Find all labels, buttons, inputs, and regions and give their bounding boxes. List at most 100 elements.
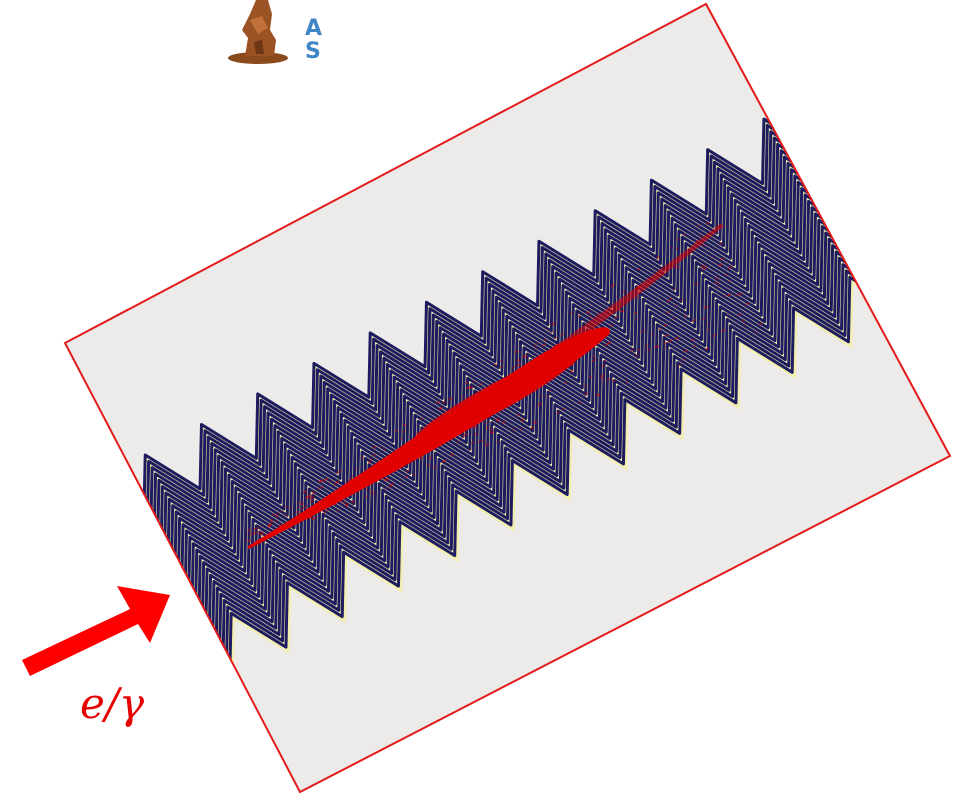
shower-hit: [484, 441, 489, 445]
shower-hit: [308, 495, 313, 500]
shower-hit: [550, 322, 555, 326]
shower-hit: [606, 377, 612, 382]
shower-hit: [371, 453, 377, 457]
shower-hit: [323, 511, 327, 514]
shower-hit: [511, 427, 517, 432]
shower-hit: [550, 330, 554, 334]
shower-hit: [637, 348, 641, 352]
shower-hit: [742, 319, 745, 322]
gap-layer: [96, 104, 831, 540]
absorber-layer: [150, 202, 884, 635]
shower-hit: [473, 425, 478, 429]
shower-hit: [307, 493, 311, 496]
shower-hit: [336, 508, 340, 512]
shower-hit: [603, 359, 607, 363]
shower-hit: [698, 234, 704, 238]
shower-hit: [499, 359, 504, 363]
shower-hit: [737, 312, 743, 317]
shower-hit: [683, 340, 687, 343]
shower-hit: [638, 268, 641, 271]
shower-hit: [753, 331, 757, 334]
shower-hit: [570, 362, 575, 366]
shower-hit: [257, 531, 263, 536]
gap-layer: [99, 110, 835, 546]
shower-hit: [477, 440, 481, 444]
shower-hit: [577, 314, 581, 317]
shower-hit: [383, 477, 388, 481]
shower-hit: [283, 505, 289, 509]
shower-hit: [371, 492, 375, 495]
shower-hit: [758, 322, 763, 326]
shower-hit: [317, 486, 321, 490]
shower-hit: [701, 267, 706, 272]
gap-layer: [89, 91, 824, 527]
shower-hit: [303, 490, 308, 494]
shower-hit: [376, 459, 381, 463]
shower-hit: [595, 312, 600, 316]
shower-hit: [545, 395, 550, 399]
shower-hit: [516, 359, 521, 363]
gap-layer: [161, 224, 897, 660]
shower-hit: [669, 246, 673, 249]
shower-hit: [385, 478, 391, 482]
shower-hit: [634, 295, 640, 300]
shower-hit: [553, 336, 559, 340]
shower-hit: [371, 445, 377, 450]
shower-hit: [712, 261, 716, 265]
shower-hit: [309, 499, 315, 503]
shower-hit: [489, 430, 494, 435]
shower-hit: [276, 515, 280, 518]
shower-hit: [344, 502, 349, 507]
absorber-layer: [163, 227, 898, 661]
shower-hit: [455, 440, 460, 444]
logo-letter-s: S: [305, 39, 321, 64]
shower-hit: [496, 418, 501, 423]
shower-hit: [534, 342, 539, 345]
shower-hit: [674, 336, 679, 340]
beam-arrow-icon: [22, 586, 170, 676]
shower-hit: [723, 294, 728, 298]
shower-hit: [388, 485, 392, 489]
shower-hit: [705, 347, 709, 351]
shower-hit: [592, 354, 596, 358]
em-shower: [244, 221, 763, 550]
shower-hit: [269, 519, 274, 523]
shower-hit: [494, 417, 499, 421]
shower-hit: [511, 365, 516, 370]
shower-hit: [472, 380, 476, 383]
shower-hit: [712, 334, 717, 338]
absorber-layer: [105, 120, 839, 553]
shower-hit: [666, 299, 671, 303]
shower-hit: [596, 393, 599, 396]
shower-hit: [469, 385, 474, 389]
shower-hit: [468, 448, 472, 452]
shower-hit: [622, 290, 626, 294]
absorber-layer: [167, 234, 901, 667]
shower-hit: [705, 322, 709, 326]
shower-hit: [655, 257, 661, 261]
shower-hit: [267, 523, 272, 527]
absorber-layer: [129, 164, 863, 597]
shower-hit: [303, 505, 309, 509]
shower-hit: [612, 379, 616, 383]
shower-hit: [681, 358, 685, 362]
atlas-figure-icon: [228, 0, 288, 64]
shower-hit: [610, 284, 615, 288]
shower-hit: [382, 448, 386, 451]
shower-hit: [318, 479, 324, 483]
shower-hit: [284, 513, 288, 517]
shower-hit: [552, 321, 556, 325]
shower-hit: [635, 353, 640, 358]
shower-hit: [719, 257, 725, 261]
shower-hit: [544, 338, 547, 342]
shower-hit: [420, 417, 424, 421]
shower-hit: [727, 265, 733, 270]
shower-hit: [692, 318, 696, 322]
shower-hit: [564, 381, 568, 384]
shower-hit: [275, 514, 278, 517]
shower-hit: [478, 382, 484, 386]
shower-hit: [255, 530, 260, 534]
shower-hit: [541, 343, 547, 347]
shower-hit: [300, 502, 305, 506]
gap-layer: [168, 237, 904, 672]
